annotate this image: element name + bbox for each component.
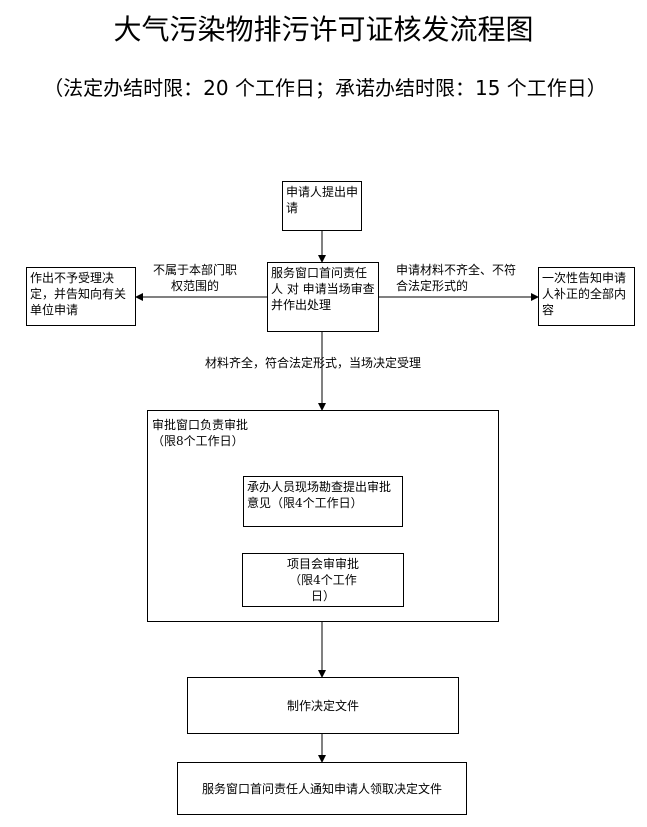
node-apply: 申请人提出申请	[282, 181, 362, 231]
edge-label-accepted: 材料齐全，符合法定形式，当场决定受理	[205, 356, 422, 370]
node-service-review: 服务窗口首问责任人 对 申请当场审查并作出处理	[267, 262, 379, 332]
node-make-decision: 制作决定文件	[187, 677, 459, 734]
edge-label-incomplete: 申请材料不齐全、不符合法定形式的	[396, 263, 517, 293]
node-reject: 作出不予受理决定，并告知向有关单位申请	[26, 267, 136, 326]
node-supplement: 一次性告知申请人补正的全部内容	[538, 267, 635, 326]
node-project-review: 项目会审审批（限4个工作日）	[242, 553, 404, 607]
node-site-inspection: 承办人员现场勘查提出审批意见（限4个工作日）	[243, 476, 403, 527]
group-approval-label: 审批窗口负责审批（限8个工作日）	[152, 418, 249, 448]
node-notify: 服务窗口首问责任人通知申请人领取决定文件	[177, 762, 467, 815]
page-title: 大气污染物排污许可证核发流程图	[113, 13, 534, 46]
page-subtitle: （法定办结时限：20 个工作日；承诺办结时限：15 个工作日）	[43, 76, 607, 100]
edge-label-not-department: 不属于本部门职权范围的	[152, 263, 237, 293]
